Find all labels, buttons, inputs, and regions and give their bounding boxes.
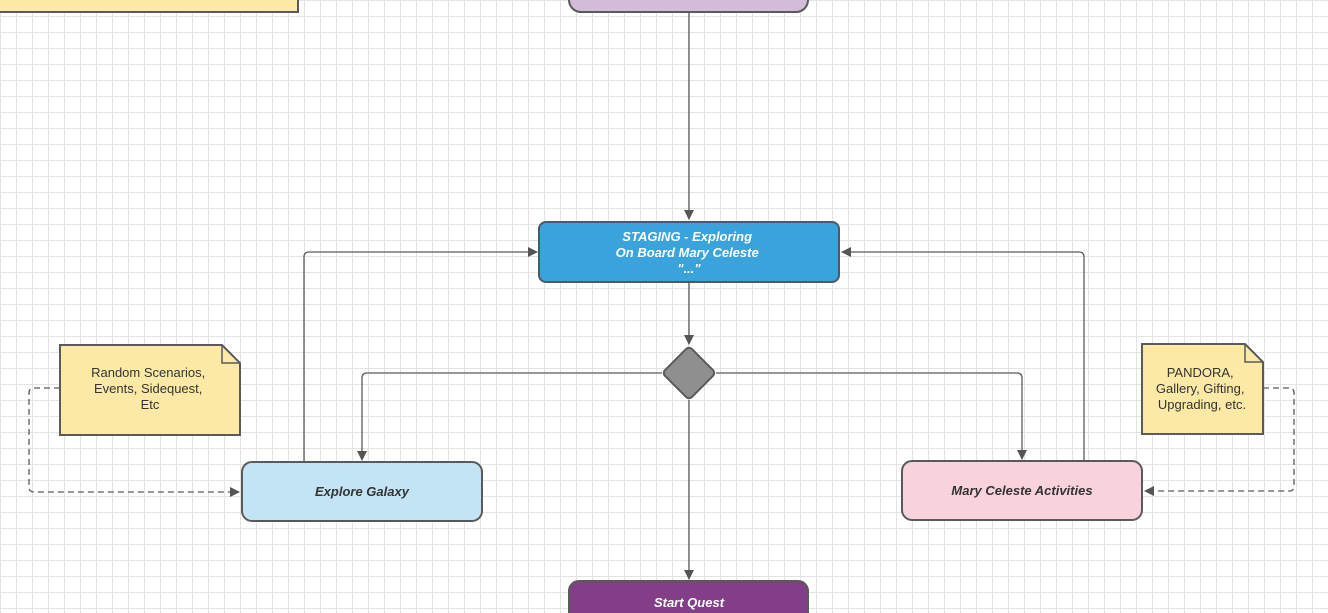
right-note-fold [1244,344,1263,363]
staging-label-line1: STAGING - Exploring [622,229,752,244]
left-note[interactable]: Random Scenarios, Events, Sidequest, Etc [59,344,241,436]
svg-text:Random Scenarios, Events: Random Scenarios, Events, Sidequest, Etc [91,365,209,412]
left-note-line1: Random Scenarios, [91,365,205,380]
connector-decision-to-activities [716,372,1027,460]
start-quest-node[interactable]: Start Quest [568,580,809,613]
explore-galaxy-label: Explore Galaxy [315,484,410,499]
svg-text:PANDORA, Gallery, Giftin: PANDORA, Gallery, Gifting, Upgrading, et… [1156,365,1248,412]
staging-node[interactable]: STAGING - Exploring On Board Mary Celest… [538,221,840,283]
left-note-fold [221,345,240,364]
staging-label-line3: "..." [677,261,701,276]
connector-activities-to-staging [841,247,1085,461]
top-process-node[interactable] [568,0,809,13]
connector-explore-to-staging [303,247,538,462]
decision-diamond[interactable] [662,346,716,400]
explore-galaxy-node[interactable]: Explore Galaxy [241,461,483,522]
top-left-note[interactable] [0,0,299,13]
staging-label-line2: On Board Mary Celeste [616,245,759,260]
right-note-line2: Gallery, Gifting, [1156,381,1245,396]
left-note-line3: Etc [141,397,160,412]
connector-right-note-to-activities [1144,387,1295,496]
mary-celeste-activities-node[interactable]: Mary Celeste Activities [901,460,1143,521]
start-quest-label: Start Quest [654,595,725,610]
right-note-line3: Upgrading, etc. [1158,397,1246,412]
mary-celeste-activities-label: Mary Celeste Activities [951,483,1092,498]
right-note[interactable]: PANDORA, Gallery, Gifting, Upgrading, et… [1141,343,1264,435]
svg-text:STAGING - Exploring On B: STAGING - Exploring On Board Mary Celest… [616,229,763,276]
left-note-line2: Events, Sidequest, [94,381,202,396]
right-note-line1: PANDORA, [1167,365,1234,380]
connector-left-note-to-explore [28,387,240,497]
connector-decision-to-explore [357,372,662,461]
connectors [28,12,1295,580]
